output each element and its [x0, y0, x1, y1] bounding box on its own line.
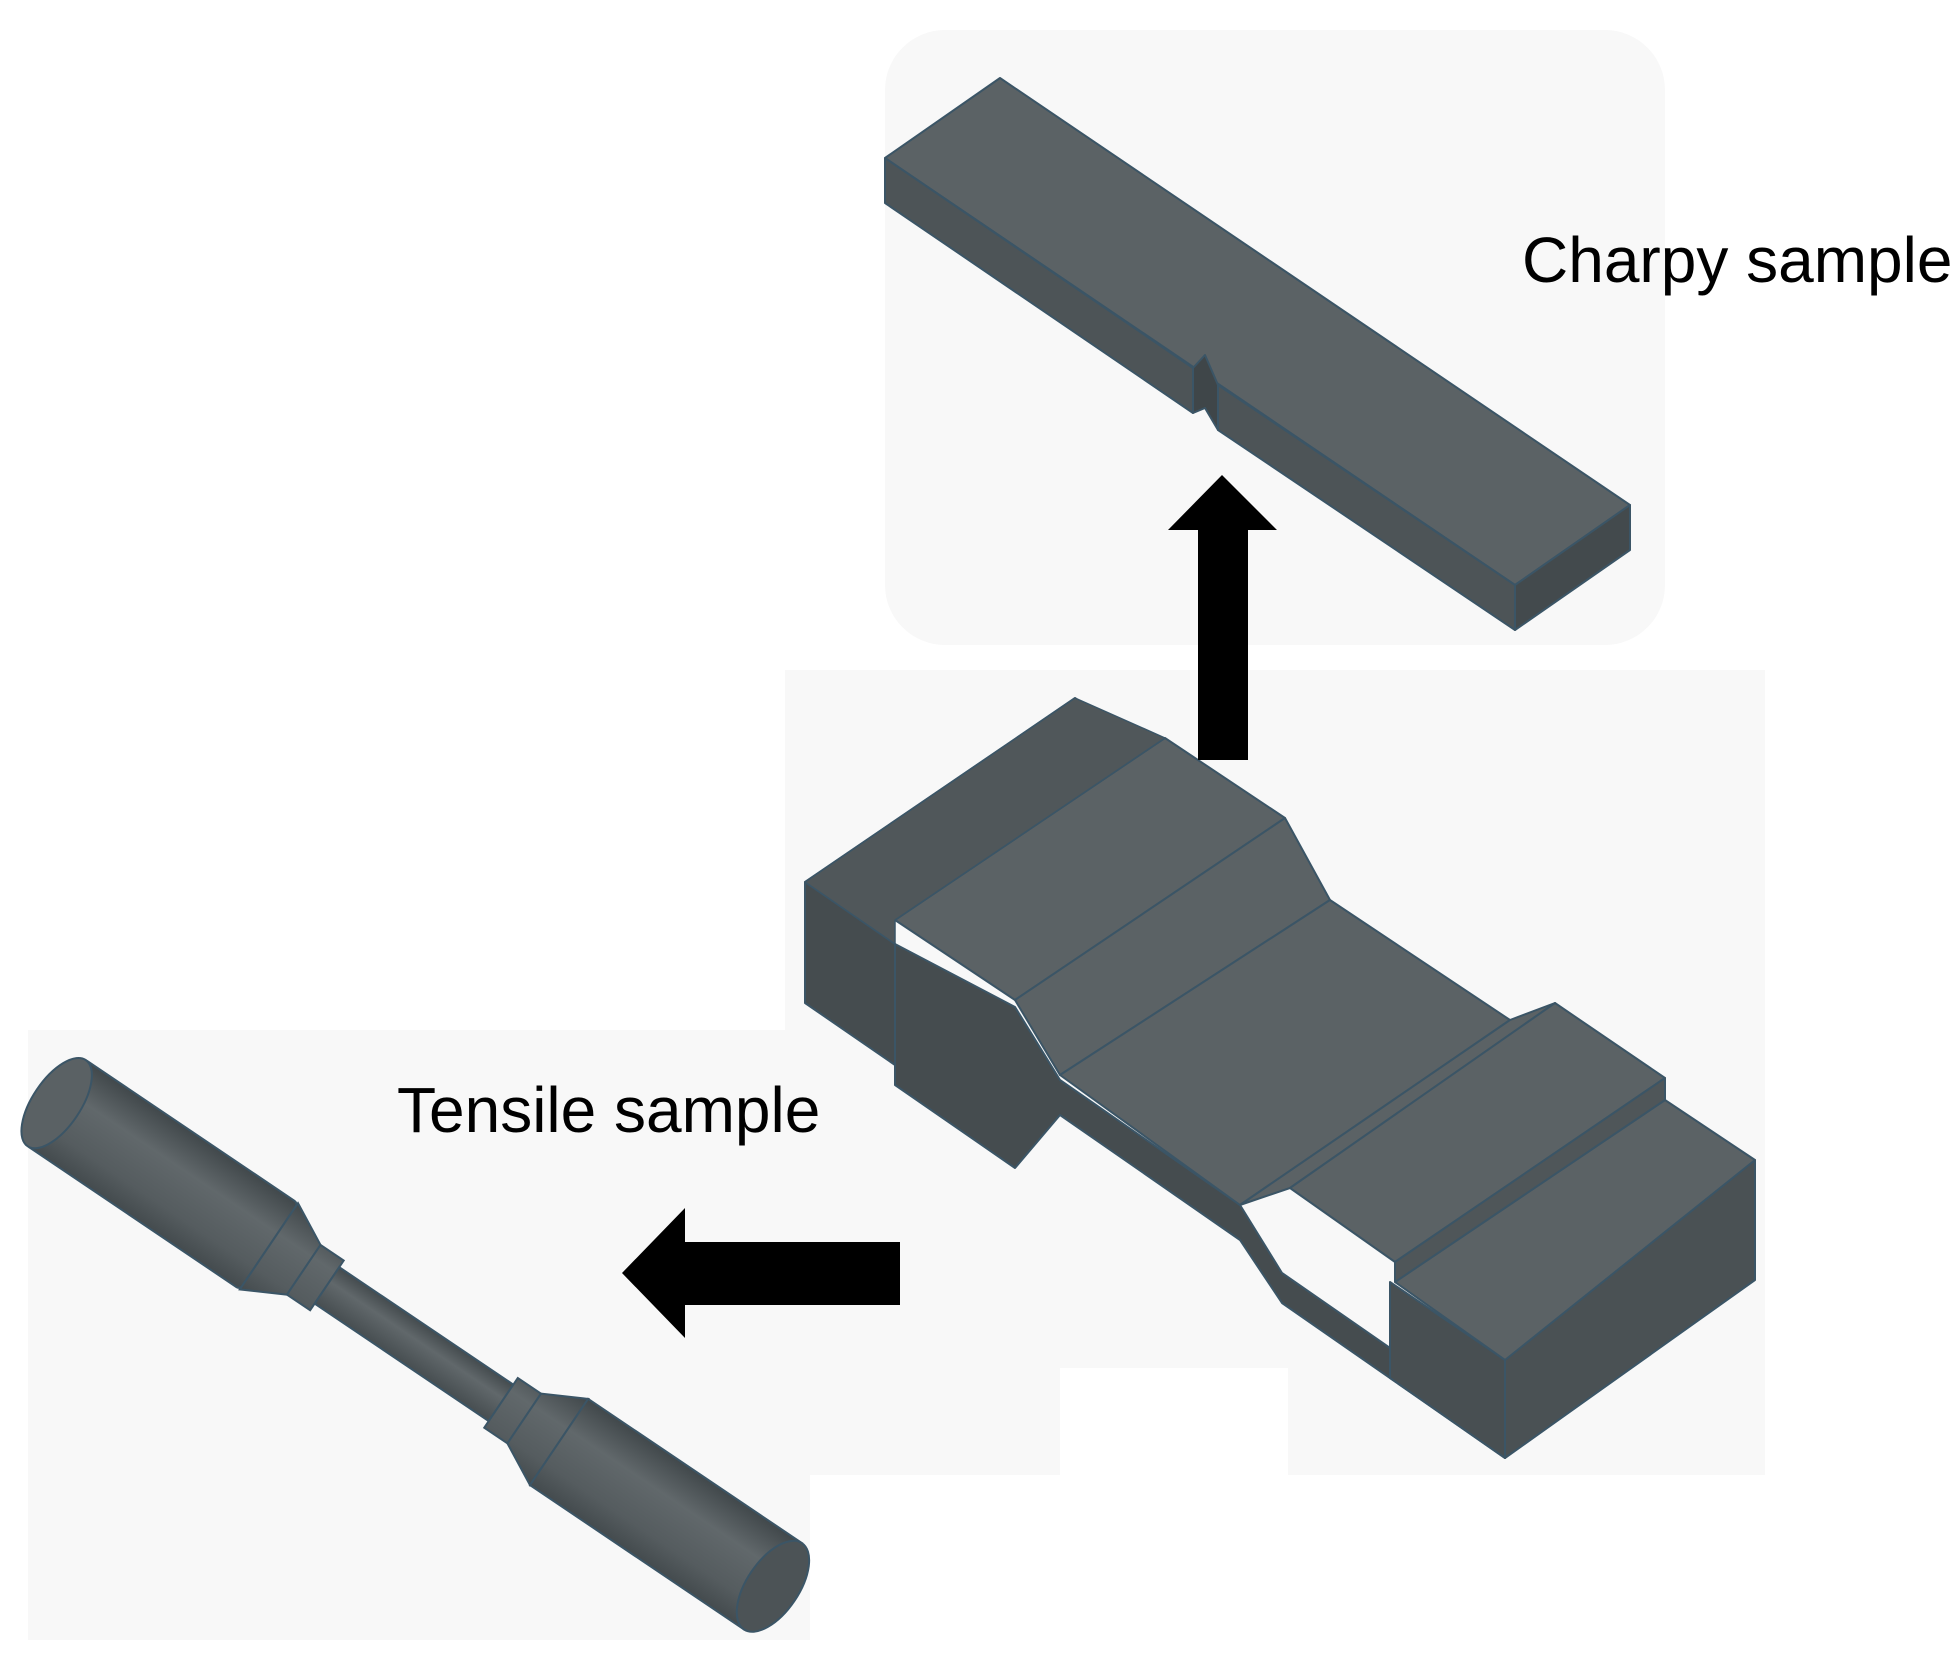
- tensile-right-end-cap: [735, 1539, 811, 1633]
- tensile-left-end-cap: [20, 1056, 93, 1150]
- weld-coupon-block: [804, 697, 1756, 1459]
- block-riser-left: [804, 697, 1166, 945]
- charpy-notch: [1192, 354, 1219, 431]
- tensile-sample-label: Tensile sample: [397, 1074, 821, 1146]
- charpy-end-face: [1514, 504, 1631, 631]
- charpy-sample: [884, 77, 1631, 631]
- tensile-sample: [20, 1056, 811, 1633]
- block-panel-cut: [1060, 1368, 1288, 1478]
- arrow-left-icon: [622, 1208, 900, 1338]
- arrow-up-icon: [1168, 475, 1277, 760]
- block-riser-right: [1394, 1077, 1666, 1283]
- charpy-sample-label: Charpy sample: [1522, 224, 1953, 296]
